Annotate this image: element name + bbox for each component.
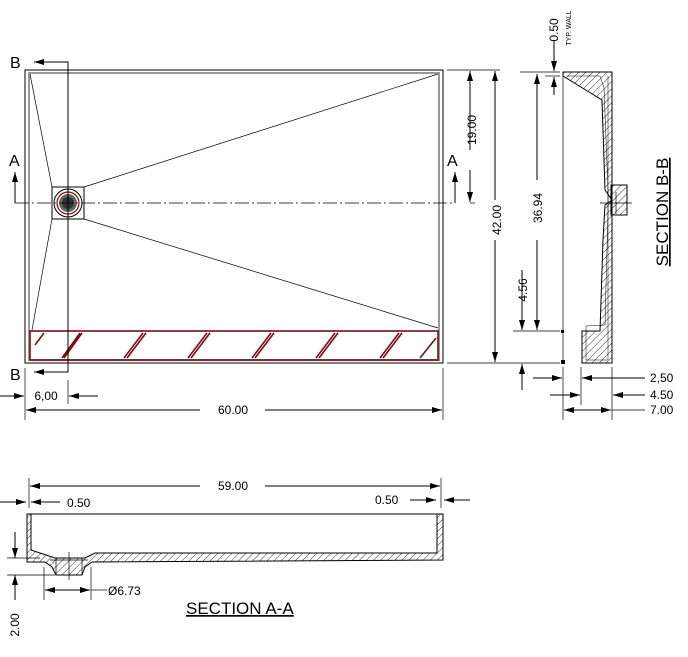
dim-36-94: 36.94 bbox=[531, 193, 545, 223]
dim-4-50: 4.50 bbox=[650, 388, 674, 402]
section-b-marker-bottom: B bbox=[10, 367, 21, 384]
pan-flange bbox=[28, 72, 440, 361]
dim-59: 59.00 bbox=[218, 479, 248, 493]
dim-drain-diameter: Ø6.73 bbox=[108, 584, 141, 598]
section-b-marker-top: B bbox=[10, 55, 21, 72]
pan-outline bbox=[24, 69, 444, 364]
dim-wall: 0.50 bbox=[547, 18, 561, 42]
dim-depth: 42.00 bbox=[490, 205, 504, 235]
section-bb-title: SECTION B-B bbox=[653, 158, 672, 267]
dim-height: 2.00 bbox=[8, 613, 22, 637]
dim-drain-y: 19.00 bbox=[465, 115, 479, 145]
section-aa-title: SECTION A-A bbox=[186, 599, 294, 618]
section-a-marker-right: A bbox=[447, 153, 458, 170]
dim-drain-x: 6,00 bbox=[34, 389, 58, 403]
dim-2-50: 2,50 bbox=[650, 371, 674, 385]
dim-4-56: 4.56 bbox=[516, 278, 530, 302]
plan-view: A A B B 19.00 42.00 60.00 6,00 bbox=[0, 55, 504, 420]
dim-7-00: 7.00 bbox=[650, 403, 674, 417]
threshold-strip bbox=[29, 330, 439, 361]
section-b-line bbox=[40, 61, 69, 373]
section-aa: 59.00 0.50 0.50 2.00 Ø6.73 SECTION A-A bbox=[0, 478, 470, 637]
section-bb: 0.50 TYP. WALL 36.94 4.56 2,50 4.50 7.00… bbox=[500, 10, 674, 420]
section-a-marker-left: A bbox=[9, 153, 20, 170]
dim-wall-right: 0.50 bbox=[375, 493, 399, 507]
dim-width: 60.00 bbox=[218, 403, 248, 417]
dim-wall-left: 0.50 bbox=[67, 496, 91, 510]
wall-note: TYP. WALL bbox=[566, 10, 573, 46]
drain-profile bbox=[610, 184, 628, 216]
